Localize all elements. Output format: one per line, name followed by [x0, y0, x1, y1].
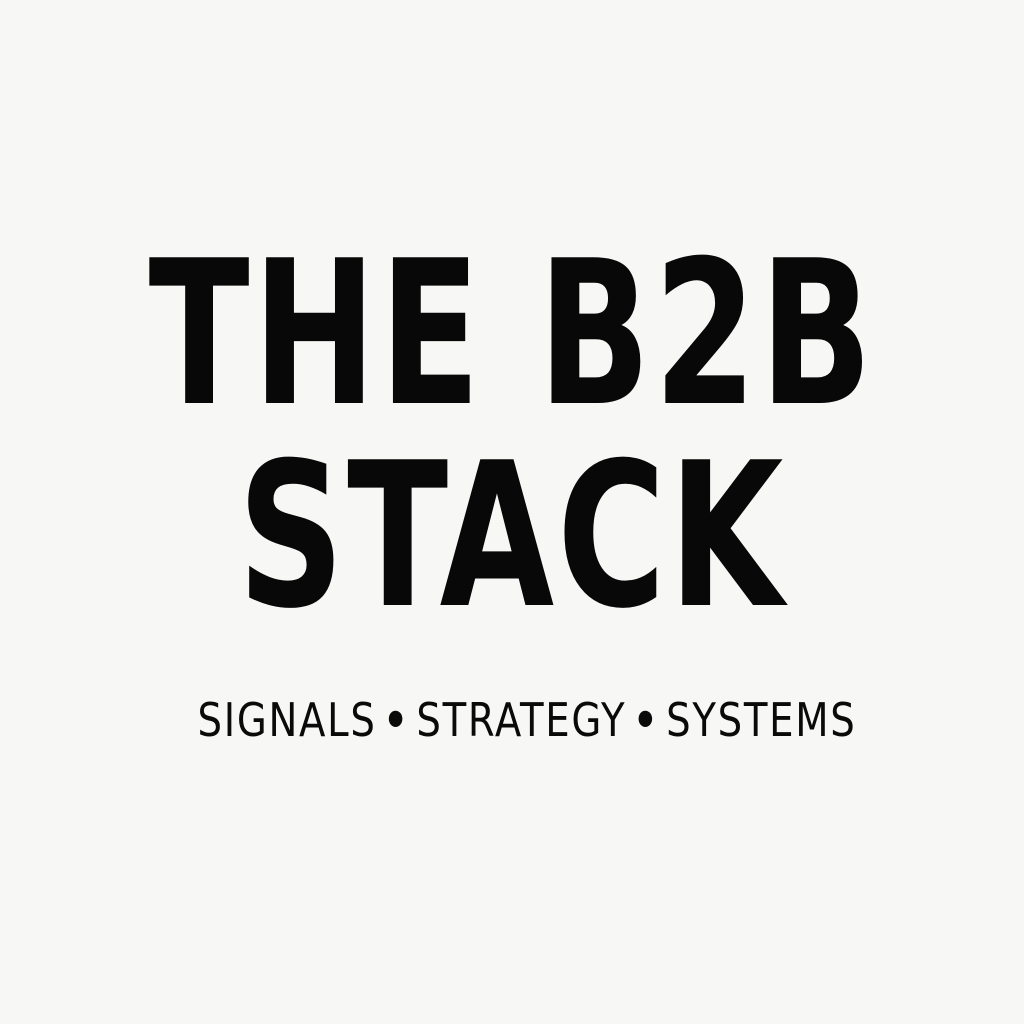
tagline-item-strategy: STRATEGY [416, 693, 627, 747]
tagline-item-signals: SIGNALS [197, 693, 377, 747]
title-line-2: STACK [237, 420, 787, 653]
tagline-item-systems: SYSTEMS [666, 693, 857, 747]
tagline: SIGNALS•STRATEGY•SYSTEMS [84, 697, 969, 743]
tagline-separator-2: • [633, 693, 660, 747]
title-line-1: THE B2B [148, 218, 876, 451]
tagline-separator-1: • [383, 693, 410, 747]
